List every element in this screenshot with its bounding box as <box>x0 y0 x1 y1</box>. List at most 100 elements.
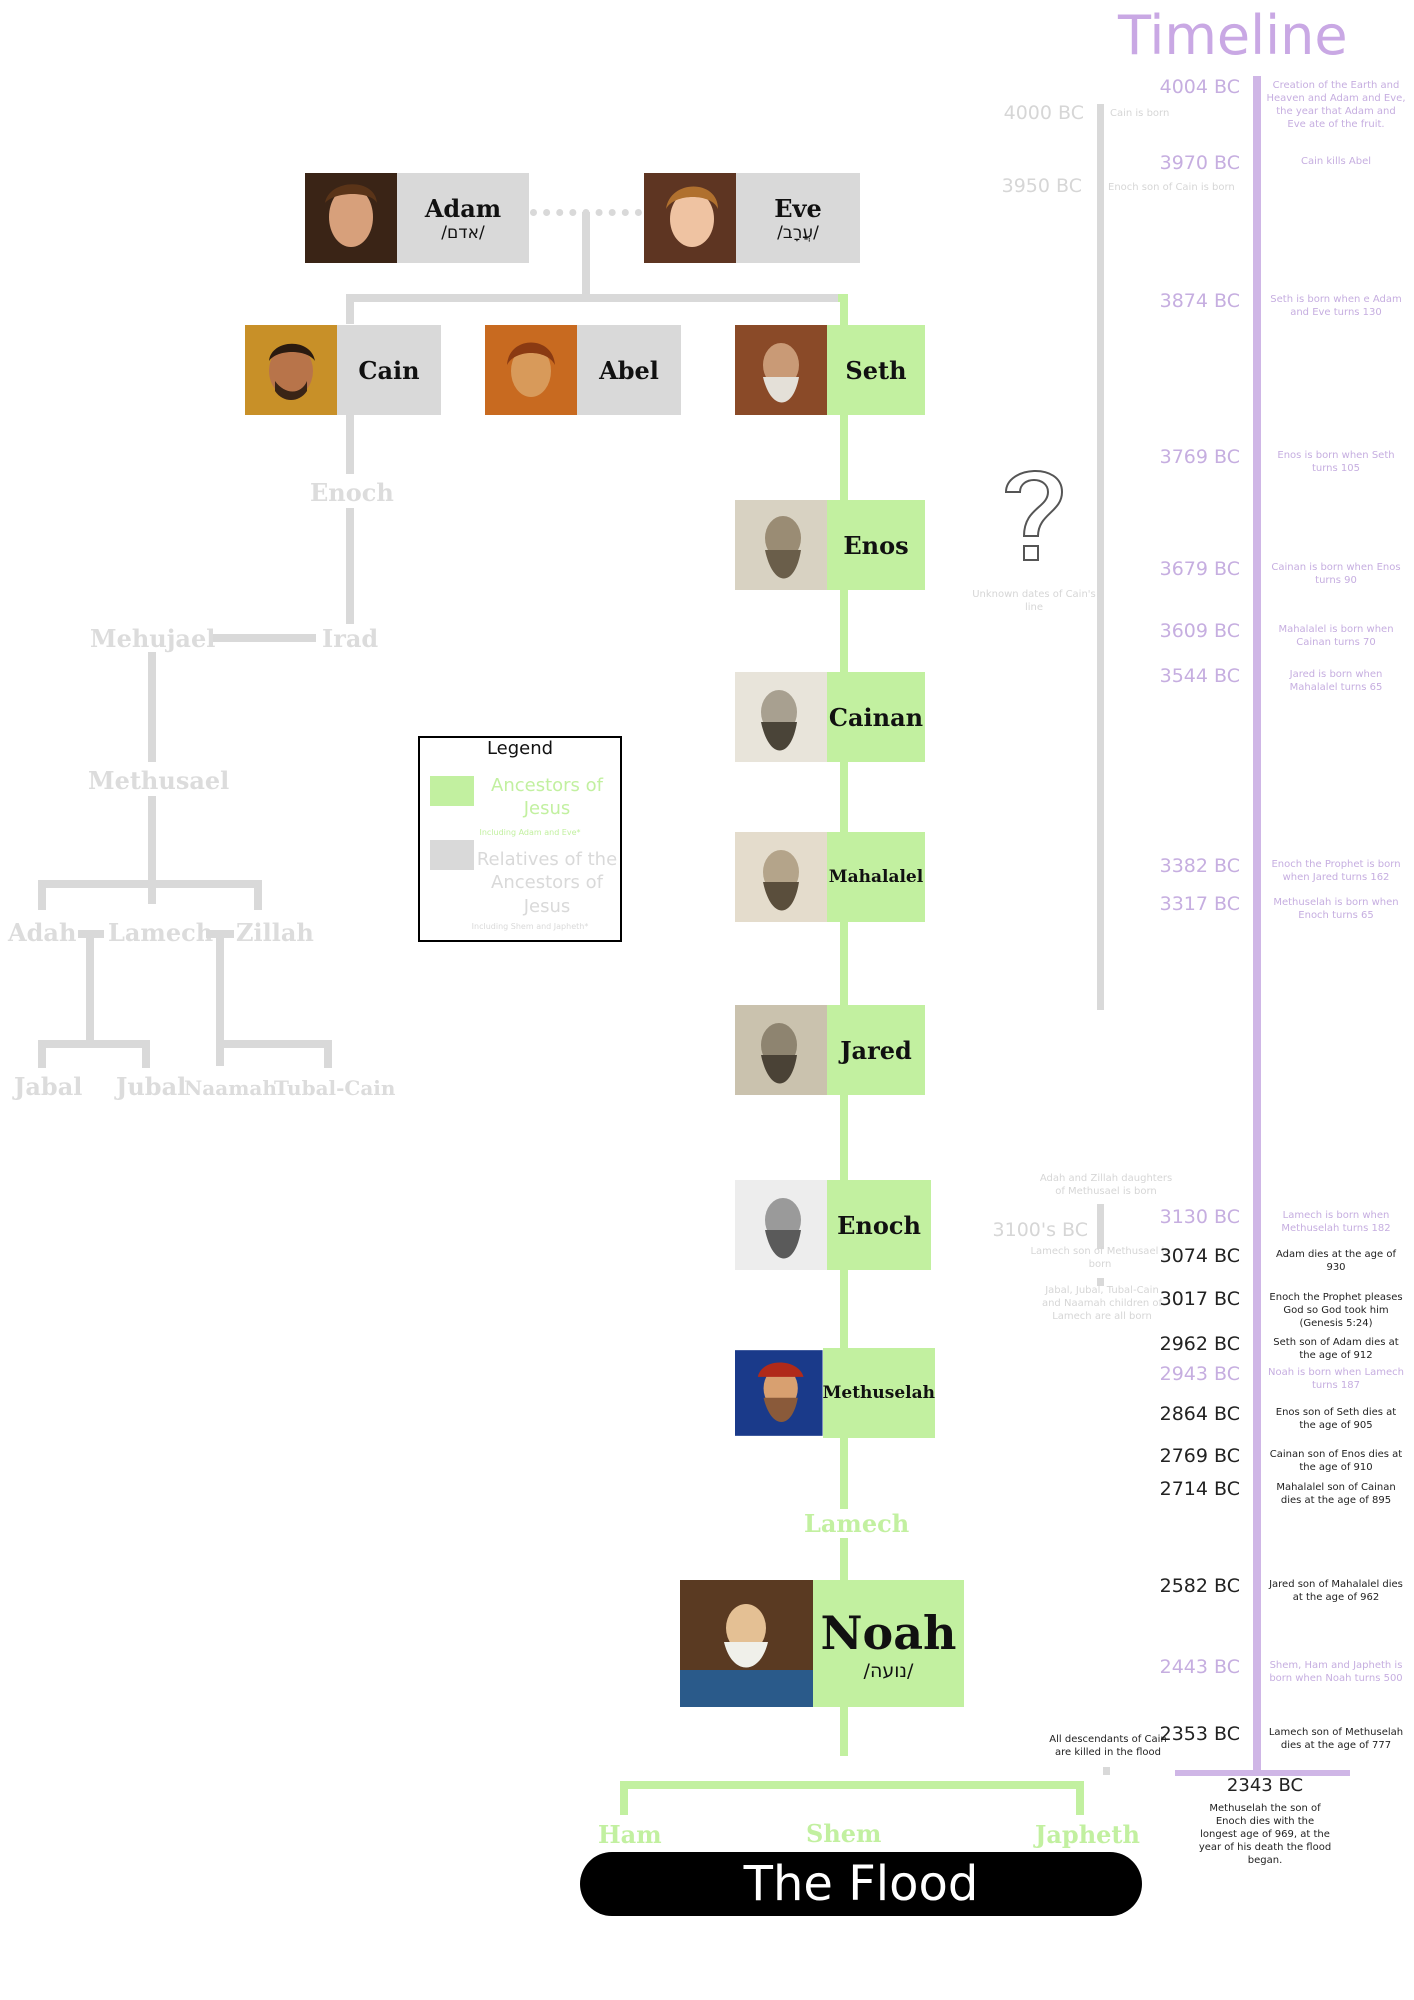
timeline-year: 3130 BC <box>1159 1206 1240 1228</box>
timeline-year: 2582 BC <box>1159 1575 1240 1597</box>
cain-event: Enoch son of Cain is born <box>1108 182 1235 193</box>
adam-card[interactable]: Adam/אדם/ <box>305 173 529 263</box>
cain-note-children: Jabal, Jubal, Tubal-Cain and Naamah chil… <box>1041 1285 1163 1322</box>
noah-hebrew: /נועה/ <box>863 1659 914 1682</box>
timeline-year: 3544 BC <box>1159 665 1240 687</box>
timeline-event: Mahalalel is born when Cainan turns 70 <box>1278 624 1394 648</box>
seth-portrait <box>735 325 827 415</box>
sons-branch <box>620 1781 1082 1789</box>
adah-children-drop <box>86 934 94 1046</box>
mahalalel-card[interactable]: Mahalalel <box>735 832 925 922</box>
jared-portrait <box>735 1005 827 1095</box>
zillah-children-drop <box>216 934 224 1066</box>
cainan-portrait <box>735 672 827 762</box>
question-mark-icon <box>994 458 1074 578</box>
cain-note-adah-zillah: Adah and Zillah daughters of Methusael i… <box>1039 1173 1173 1197</box>
jared-card[interactable]: Jared <box>735 1005 925 1095</box>
jabal-drop <box>38 1040 46 1068</box>
cain-lamech-name: Lamech <box>108 918 214 947</box>
abel-name: Abel <box>599 355 659 385</box>
ham-name: Ham <box>598 1820 662 1849</box>
cain-portrait <box>245 325 337 415</box>
timeline-event: Methuselah the son of Enoch dies with th… <box>1198 1803 1332 1866</box>
tubal-drop <box>324 1040 332 1068</box>
cain-note-lamech: Lamech son of Methusael is born <box>1030 1246 1170 1270</box>
seth-branch-tip <box>838 294 848 302</box>
timeline-year: 2714 BC <box>1159 1478 1240 1500</box>
mahalalel-portrait <box>735 832 827 922</box>
timeline-event: Enos son of Seth dies at the age of 905 <box>1275 1407 1397 1431</box>
seth-name: Seth <box>845 355 907 385</box>
legend-ancestor-label: Ancestors of Jesus <box>491 775 603 820</box>
legend-ancestor-note: Including Adam and Eve* <box>479 828 581 837</box>
timeline-event: Enos is born when Seth turns 105 <box>1277 450 1395 474</box>
timeline-event: Adam dies at the age of 930 <box>1276 1249 1396 1273</box>
timeline-event: Jared son of Mahalalel dies at the age o… <box>1269 1579 1403 1603</box>
adah-children-branch <box>38 1040 150 1048</box>
methuselah-card[interactable]: Methuselah <box>735 1348 935 1438</box>
cain-line-2 <box>346 508 354 624</box>
timeline-event: Shem, Ham and Japheth is born when Noah … <box>1269 1660 1403 1684</box>
cain-enoch-name: Enoch <box>310 478 394 507</box>
enos-portrait <box>735 500 827 590</box>
timeline-year: 3317 BC <box>1159 893 1240 915</box>
enoch-name: Enoch <box>837 1210 921 1240</box>
cain-line-3 <box>148 652 156 762</box>
jubal-drop <box>142 1040 150 1068</box>
irad-mehujael-link <box>212 634 316 642</box>
tubal-cain-name: Tubal-Cain <box>274 1076 396 1100</box>
methusael-branch <box>38 880 262 888</box>
noah-name: Noah <box>820 1605 957 1660</box>
adam-portrait <box>305 173 397 263</box>
cain-timeline-segment <box>1097 1204 1104 1249</box>
naamah-name: Naamah <box>184 1076 277 1100</box>
timeline-year: 3970 BC <box>1159 152 1240 174</box>
timeline-year: 2962 BC <box>1159 1333 1240 1355</box>
japheth-name: Japheth <box>1035 1820 1140 1849</box>
timeline-event: Cain kills Abel <box>1300 156 1372 167</box>
cain-timeline-end <box>1103 1767 1110 1775</box>
eve-name: Eve <box>774 193 822 223</box>
abel-card[interactable]: Abel <box>485 325 681 415</box>
legend-relative-swatch <box>430 840 474 870</box>
cain-card[interactable]: Cain <box>245 325 441 415</box>
irad-name: Irad <box>322 624 379 653</box>
timeline-event: Cainan son of Enos dies at the age of 91… <box>1269 1449 1403 1473</box>
methuselah-name: Methuselah <box>822 1383 935 1403</box>
children-branch <box>346 294 842 302</box>
cain-drop <box>346 294 354 324</box>
eve-card[interactable]: Eve/עֲרָב/ <box>644 173 860 263</box>
enoch-card[interactable]: Enoch <box>735 1180 931 1270</box>
shem-name: Shem <box>806 1819 882 1848</box>
mehujael-name: Mehujael <box>90 624 216 653</box>
timeline-title: Timeline <box>1118 4 1348 67</box>
timeline-event: Noah is born when Lamech turns 187 <box>1268 1367 1404 1391</box>
enos-card[interactable]: Enos <box>735 500 925 590</box>
question-note: Unknown dates of Cain's line <box>972 589 1096 613</box>
timeline-year: 2769 BC <box>1159 1445 1240 1467</box>
zillah-drop <box>254 880 262 910</box>
timeline-year: 3074 BC <box>1159 1245 1240 1267</box>
methusael-name: Methusael <box>88 766 230 795</box>
cainan-card[interactable]: Cainan <box>735 672 925 762</box>
adam-hebrew: /אדם/ <box>441 222 485 243</box>
legend-relative-label: Relatives of the Ancestors of Jesus <box>476 849 618 917</box>
timeline-year: 2343 BC <box>1226 1775 1304 1796</box>
timeline-event: Methuselah is born when Enoch turns 65 <box>1273 897 1399 921</box>
timeline-event: Lamech is born when Methuselah turns 182 <box>1281 1210 1391 1234</box>
timeline-year: 3017 BC <box>1159 1288 1240 1310</box>
timeline-event: Jared is born when Mahalalel turns 65 <box>1289 669 1383 693</box>
noah-card[interactable]: Noah/נועה/ <box>680 1580 964 1707</box>
cain-timeline-bar <box>1097 104 1104 1010</box>
cainan-name: Cainan <box>828 702 924 732</box>
timeline-year: 3679 BC <box>1159 558 1240 580</box>
timeline-event: Lamech son of Methuselah dies at the age… <box>1268 1727 1404 1751</box>
japheth-drop <box>1076 1781 1084 1815</box>
timeline-event: Creation of the Earth and Heaven and Ada… <box>1266 80 1406 130</box>
timeline-year: 3382 BC <box>1159 855 1240 877</box>
timeline-year: 3874 BC <box>1159 290 1240 312</box>
seth-card[interactable]: Seth <box>735 325 925 415</box>
legend-relative-note: Including Shem and Japheth* <box>471 922 589 931</box>
timeline-event: Cainan is born when Enos turns 90 <box>1271 562 1401 586</box>
eve-hebrew: /עֲרָב/ <box>777 222 819 243</box>
